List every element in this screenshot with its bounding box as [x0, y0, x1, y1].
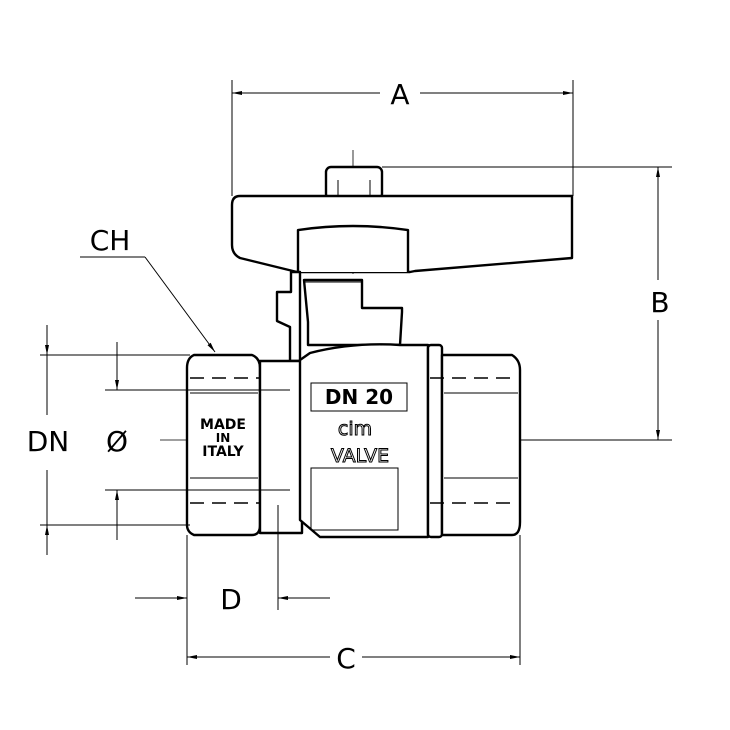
dimension-dn: DN [27, 325, 190, 555]
model-marking: VALVE [331, 445, 389, 467]
label-b: B [650, 286, 669, 319]
dn-marking: DN 20 [325, 385, 393, 409]
dimension-diameter: Ø [105, 342, 290, 540]
dimension-c: C [187, 535, 521, 675]
label-diameter: Ø [106, 425, 128, 458]
label-a: A [390, 78, 409, 111]
valve-body: DN 20 CIM VALVE [298, 343, 444, 539]
dimension-ch: CH [80, 224, 216, 353]
right-end [430, 353, 522, 537]
made-text: MADE [200, 417, 246, 433]
in-text: IN [216, 431, 231, 445]
dimension-a: A [231, 78, 574, 196]
stem [275, 270, 404, 363]
label-dn: DN [27, 425, 70, 458]
brand-marking: CIM [338, 418, 372, 440]
dimension-d: D [135, 505, 330, 665]
left-neck [258, 359, 304, 535]
lever-handle [230, 165, 574, 274]
label-c: C [336, 642, 356, 675]
label-d: D [220, 583, 242, 616]
italy-text: ITALY [202, 444, 244, 460]
dimension-b: B [382, 166, 672, 441]
label-ch: CH [90, 224, 131, 257]
